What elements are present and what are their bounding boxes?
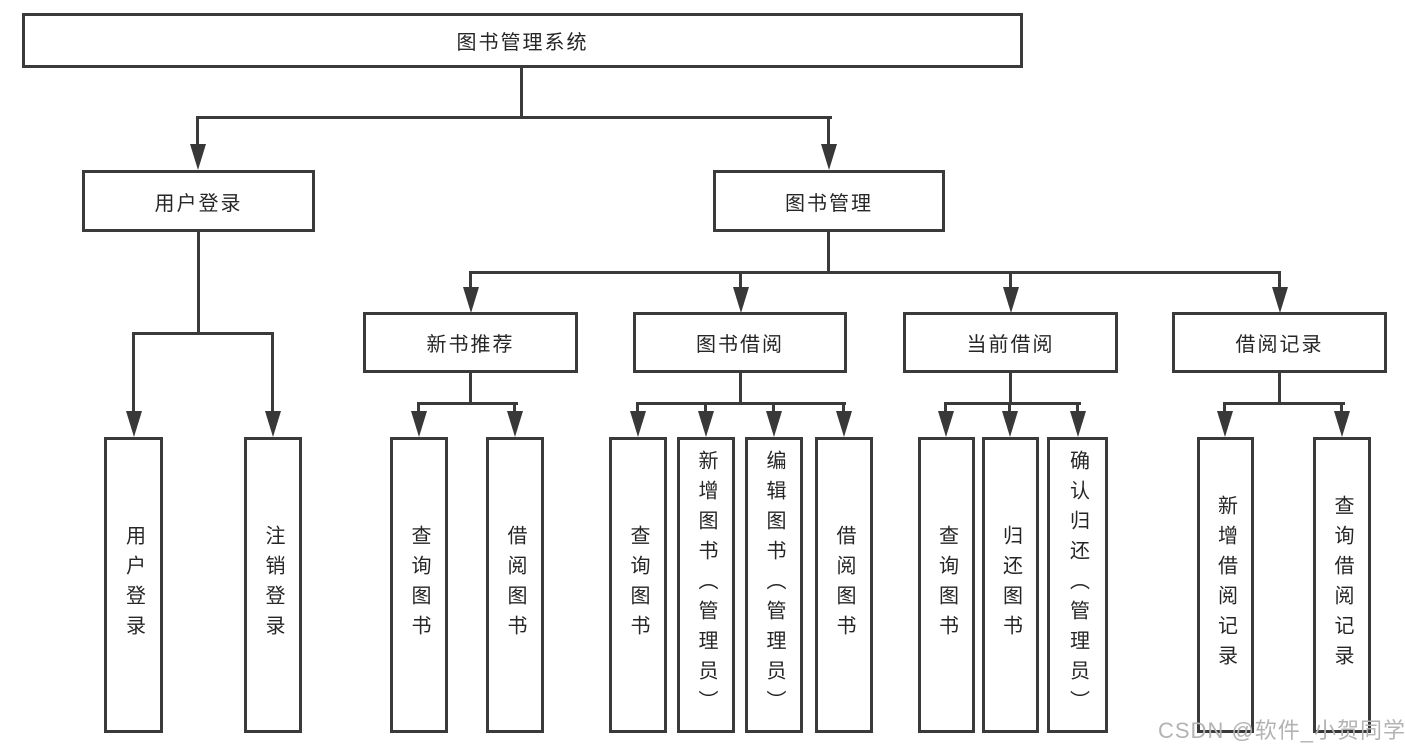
connector-line <box>469 271 1281 274</box>
connector-line <box>271 332 274 414</box>
leaf-query-book-recommend: 查询图书 <box>390 437 448 733</box>
arrow-down-icon <box>411 411 427 437</box>
leaf-user-login-label: 用户登录 <box>122 525 145 645</box>
connector-line <box>196 116 199 147</box>
connector-line <box>1223 402 1345 405</box>
arrow-down-icon <box>1217 411 1233 437</box>
connector-line <box>132 332 274 335</box>
arrow-down-icon <box>126 411 142 437</box>
leaf-confirm-return-admin: 确认归还（管理员） <box>1047 437 1108 733</box>
leaf-confirm-return-admin-label: 确认归还（管理员） <box>1066 450 1089 720</box>
node-borrow-records: 借阅记录 <box>1172 312 1387 373</box>
leaf-borrow-book-borrow: 借阅图书 <box>815 437 873 733</box>
connector-line <box>704 402 707 414</box>
connector-line <box>739 271 742 291</box>
leaf-add-book-admin-label: 新增图书（管理员） <box>695 450 717 720</box>
leaf-logout: 注销登录 <box>244 437 302 733</box>
arrow-down-icon <box>507 411 523 437</box>
arrow-down-icon <box>630 411 646 437</box>
leaf-edit-book-admin-label: 编辑图书（管理员） <box>763 450 785 720</box>
arrow-down-icon <box>1002 411 1018 437</box>
leaf-query-borrow-record: 查询借阅记录 <box>1313 437 1371 733</box>
node-book-management-branch: 图书管理 <box>713 170 945 232</box>
leaf-add-book-admin: 新增图书（管理员） <box>677 437 735 733</box>
leaf-add-borrow-record: 新增借阅记录 <box>1197 437 1254 733</box>
leaf-query-borrow-record-label: 查询借阅记录 <box>1331 495 1353 675</box>
arrow-down-icon <box>1272 287 1288 313</box>
leaf-borrow-book-recommend-label: 借阅图书 <box>504 525 526 645</box>
csdn-watermark: CSDN @软件_小贺同学 <box>1158 718 1405 743</box>
node-root: 图书管理系统 <box>22 13 1023 68</box>
leaf-query-book-recommend-label: 查询图书 <box>408 525 430 645</box>
leaf-logout-label: 注销登录 <box>262 525 284 645</box>
connector-line <box>1009 271 1012 291</box>
connector-line <box>636 402 639 414</box>
leaf-borrow-book-borrow-label: 借阅图书 <box>833 525 855 645</box>
connector-line <box>513 402 516 414</box>
connector-line <box>772 402 775 414</box>
connector-line <box>827 232 830 274</box>
arrow-down-icon <box>463 287 479 313</box>
arrow-down-icon <box>1334 411 1350 437</box>
leaf-query-book-borrow-label: 查询图书 <box>627 525 649 645</box>
connector-line <box>1009 373 1012 405</box>
arrow-down-icon <box>1070 411 1086 437</box>
connector-line <box>417 402 518 405</box>
leaf-user-login: 用户登录 <box>104 437 163 733</box>
connector-line <box>636 402 846 405</box>
arrow-down-icon <box>1003 287 1019 313</box>
arrow-down-icon <box>938 411 954 437</box>
arrow-down-icon <box>698 411 714 437</box>
connector-line <box>469 373 472 405</box>
leaf-return-book-label: 归还图书 <box>999 525 1022 645</box>
leaf-query-book-current: 查询图书 <box>918 437 975 733</box>
node-borrow-records-label: 借阅记录 <box>1235 334 1324 356</box>
node-current-borrow-label: 当前借阅 <box>966 334 1055 356</box>
connector-line <box>196 116 832 119</box>
leaf-query-book-borrow: 查询图书 <box>609 437 667 733</box>
arrow-down-icon <box>766 411 782 437</box>
arrow-down-icon <box>265 411 281 437</box>
node-current-borrow: 当前借阅 <box>903 312 1118 373</box>
connector-line <box>417 402 420 414</box>
connector-line <box>842 402 845 414</box>
node-new-book-recommend: 新书推荐 <box>363 312 578 373</box>
leaf-return-book: 归还图书 <box>982 437 1039 733</box>
node-user-login-branch: 用户登录 <box>82 170 315 232</box>
connector-line <box>1278 271 1281 291</box>
connector-line <box>469 271 472 291</box>
node-root-label: 图书管理系统 <box>456 32 589 54</box>
leaf-query-book-current-label: 查询图书 <box>935 525 958 645</box>
arrow-down-icon <box>733 287 749 313</box>
connector-line <box>520 68 523 119</box>
node-book-borrow: 图书借阅 <box>633 312 847 373</box>
connector-line <box>739 373 742 405</box>
connector-line <box>1008 402 1011 414</box>
connector-line <box>1340 402 1343 414</box>
leaf-edit-book-admin: 编辑图书（管理员） <box>745 437 803 733</box>
connector-line <box>1223 402 1226 414</box>
leaf-borrow-book-recommend: 借阅图书 <box>486 437 544 733</box>
node-new-book-recommend-label: 新书推荐 <box>426 334 515 356</box>
connector-line <box>944 402 1081 405</box>
connector-line <box>132 332 135 414</box>
node-user-login-branch-label: 用户登录 <box>154 192 243 215</box>
connector-line <box>944 402 947 414</box>
arrow-down-icon <box>190 144 206 170</box>
connector-line <box>1278 373 1281 405</box>
node-book-borrow-label: 图书借阅 <box>696 334 784 356</box>
arrow-down-icon <box>836 411 852 437</box>
connector-line <box>197 232 200 335</box>
node-book-management-branch-label: 图书管理 <box>785 192 873 215</box>
connector-line <box>1076 402 1079 414</box>
arrow-down-icon <box>821 144 837 170</box>
connector-line <box>827 116 830 147</box>
leaf-add-borrow-record-label: 新增借阅记录 <box>1214 495 1237 675</box>
